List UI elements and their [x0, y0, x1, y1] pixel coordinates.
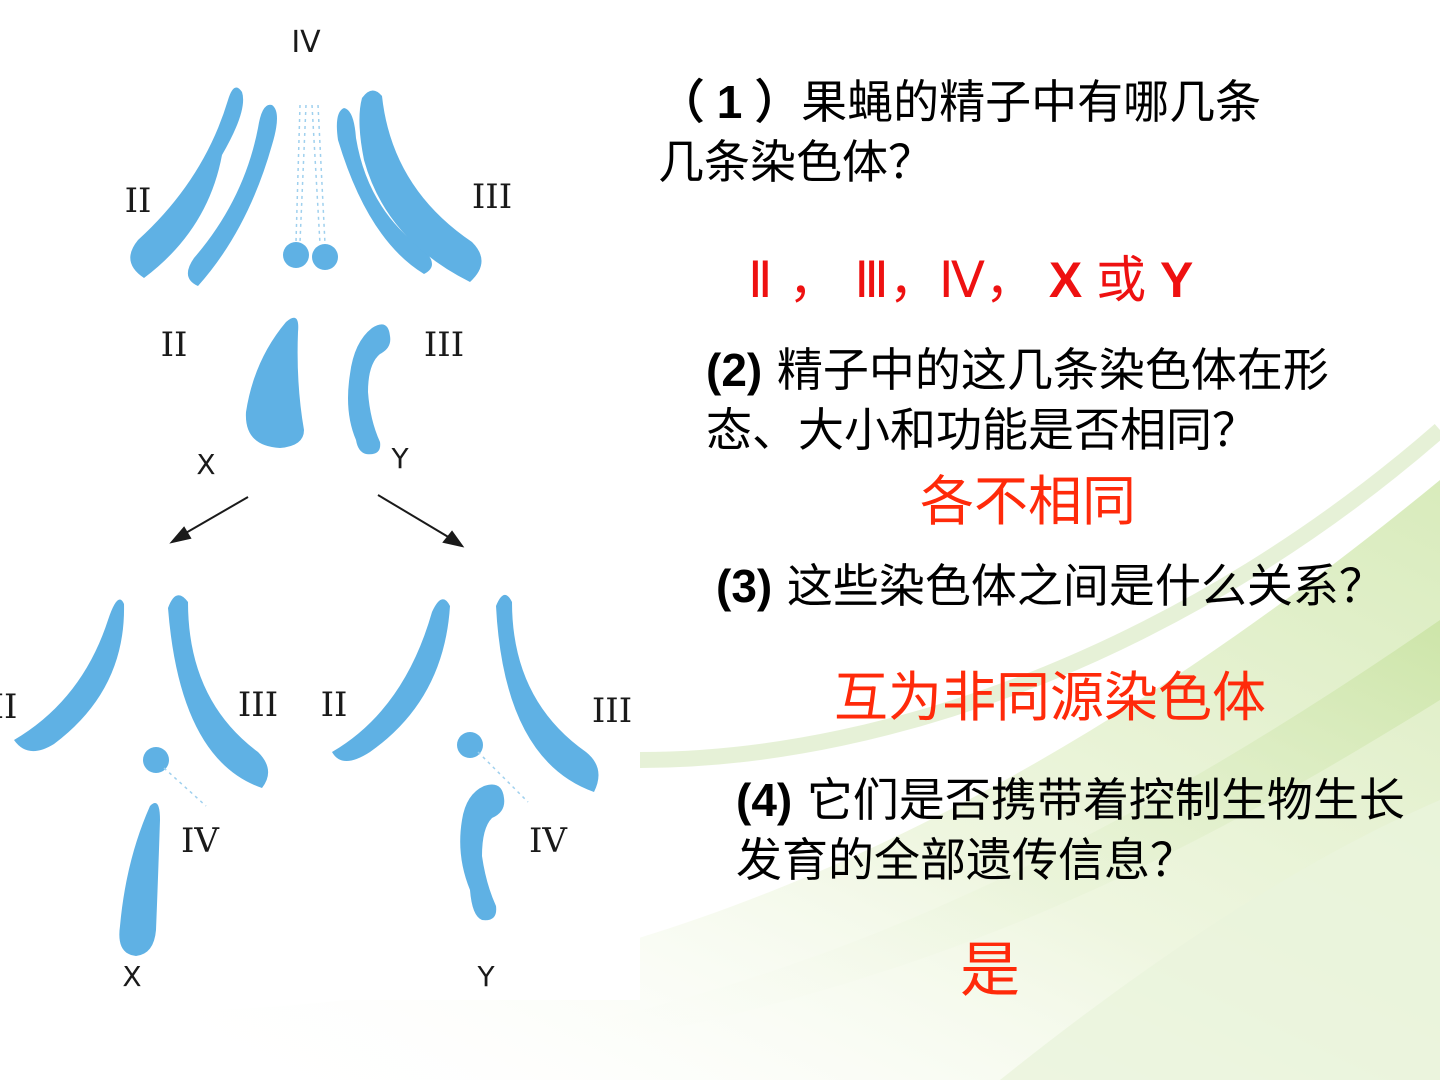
answer-1-y: Y — [1146, 252, 1194, 308]
chromosome-ii-inner — [187, 104, 277, 286]
label-top-y: Y — [390, 442, 409, 475]
question-3: (3) 这些染色体之间是什么关系？ — [716, 556, 1436, 616]
label-top-iv: IV — [291, 25, 321, 60]
question-3-number: (3) — [716, 560, 773, 612]
question-2-number: (2) — [706, 344, 763, 396]
label-left-ii: II — [0, 687, 17, 727]
question-4-text: 它们是否携带着控制生物生长发育的全部遗传信息？ — [736, 773, 1405, 887]
label-right-iii: III — [592, 691, 632, 731]
chromosome-iii-inner — [336, 108, 432, 274]
label-right-ii: II — [321, 685, 348, 725]
answer-3: 互为非同源染色体 — [834, 666, 1266, 729]
chromosome-diagram: IV II III II III X Y II III IV X II III … — [0, 25, 632, 993]
question-1: （ 1 ）果蝇的精子中有哪几条几条染色体？ — [658, 72, 1298, 192]
answer-1-roman: Ⅱ ， Ⅲ，Ⅳ， — [748, 251, 1036, 309]
question-3-text: 这些染色体之间是什么关系？ — [772, 559, 1385, 613]
chromosome-y-top — [348, 324, 391, 455]
question-2: (2) 精子中的这几条染色体在形态、大小和功能是否相同？ — [706, 340, 1396, 460]
answer-1-or: 或 — [1096, 251, 1147, 309]
question-4: (4) 它们是否携带着控制生物生长发育的全部遗传信息？ — [736, 770, 1426, 890]
label-right-iv: IV — [529, 821, 568, 861]
question-2-text: 精子中的这几条染色体在形态、大小和功能是否相同？ — [706, 343, 1329, 457]
answer-4: 是 — [960, 936, 1020, 1006]
label-top-iii-upper: III — [472, 177, 512, 217]
chromosome-iv-right — [312, 244, 338, 270]
label-top-ii-upper: II — [125, 181, 152, 221]
label-top-ii-lower: II — [161, 325, 188, 365]
arrows — [169, 494, 465, 548]
label-top-x: X — [196, 448, 215, 481]
label-left-iv: IV — [181, 821, 220, 861]
label-left-iii: III — [238, 685, 278, 725]
question-1-number: （ 1 ） — [658, 76, 802, 128]
question-4-number: (4) — [736, 774, 793, 826]
label-left-x: X — [122, 960, 141, 993]
question-1-text: 果蝇的精子中有哪几条几条染色体？ — [658, 75, 1262, 189]
chromosome-x-top — [245, 317, 304, 448]
chromosome-iii-outer — [359, 90, 482, 282]
answer-2: 各不相同 — [920, 470, 1136, 533]
chromosome-iv-left — [283, 242, 309, 268]
label-right-y: Y — [476, 960, 495, 993]
label-top-iii-lower: III — [424, 325, 464, 365]
answer-1: Ⅱ ， Ⅲ，Ⅳ， X 或 Y — [748, 250, 1368, 310]
answer-1-x: X — [1035, 252, 1097, 308]
chromosome-ii-outer — [130, 87, 244, 278]
